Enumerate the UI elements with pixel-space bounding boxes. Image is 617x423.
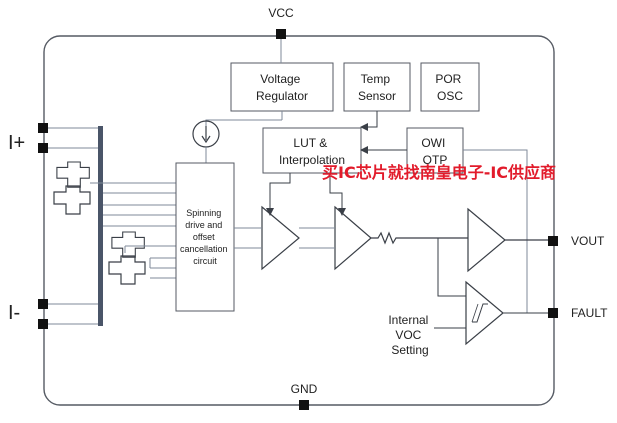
vout-pin: [548, 236, 558, 246]
amplifier-2: [334, 205, 372, 271]
owi-otp-label-1: OWI: [421, 136, 445, 150]
hysteresis-icon: [472, 303, 488, 323]
svg-text:POR OSC: POR OSC: [435, 72, 464, 103]
por-osc-label-1: POR: [435, 72, 461, 86]
internal-voc-label-1: Internal: [388, 313, 428, 327]
por-osc-block: [420, 62, 480, 112]
voltage-regulator-block: [230, 62, 334, 112]
svg-text:Temp Sensor: Temp Sensor: [358, 72, 396, 103]
temp-sensor-label-1: Temp: [361, 72, 391, 86]
vcc-pin: [276, 29, 286, 39]
spinning-label-1: Spinning: [186, 208, 221, 218]
i-minus-pin-1: [38, 299, 48, 309]
svg-text:Internal VOC Setting: Internal VOC Setting: [388, 313, 431, 357]
fault-pin-label: FAULT: [571, 306, 608, 320]
spinning-drive-block: [175, 162, 235, 312]
vcc-pin-label: VCC: [268, 6, 294, 20]
output-buffer: [467, 207, 506, 273]
i-plus-pin-2: [38, 143, 48, 153]
por-osc-label-2: OSC: [437, 89, 463, 103]
internal-voc-label-2: VOC: [395, 328, 421, 342]
voltage-regulator-label-1: Voltage: [260, 72, 300, 86]
lut-label-1: LUT &: [293, 136, 327, 150]
temp-sensor-label-2: Sensor: [358, 89, 396, 103]
spinning-label-2: drive and: [185, 220, 222, 230]
internal-voc-label-3: Setting: [391, 343, 428, 357]
temp-sensor-block: [343, 62, 411, 112]
i-minus-pin-2: [38, 319, 48, 329]
gnd-pin: [299, 400, 309, 410]
svg-text:Spinning drive and off: Spinning drive and offset cancellation c…: [180, 208, 230, 266]
vout-pin-label: VOUT: [571, 234, 605, 248]
output-resistor: [371, 231, 468, 245]
lut-interpolation-block: [262, 127, 362, 174]
voltage-regulator-label-2: Regulator: [256, 89, 308, 103]
spinning-label-5: circuit: [193, 256, 217, 266]
spinning-label-4: cancellation: [180, 244, 228, 254]
i-minus-label: I-: [8, 302, 20, 324]
fault-pin: [548, 308, 558, 318]
gnd-pin-label: GND: [291, 382, 318, 396]
spinning-label-3: offset: [193, 232, 215, 242]
amplifier-1: [261, 205, 300, 271]
current-source-symbol: [192, 111, 283, 163]
fault-comparator: [465, 280, 504, 346]
current-bus: [98, 126, 103, 326]
hall-element-2: [108, 231, 146, 285]
svg-text:Voltage Regulator: Voltage Regulator: [256, 72, 308, 103]
i-plus-label: I+: [8, 132, 25, 154]
hall-element-1: [53, 161, 91, 215]
owi-otp-label-2: OTP: [423, 153, 448, 167]
watermark-text: 买IC芯片就找南皇电子-IC供应商: [322, 163, 556, 182]
i-plus-pin-1: [38, 123, 48, 133]
svg-text:OWI OTP: OWI OTP: [421, 136, 448, 167]
lut-label-2: Interpolation: [279, 153, 345, 167]
svg-text:LUT & Interpolation: LUT & Interpolation: [279, 136, 345, 167]
